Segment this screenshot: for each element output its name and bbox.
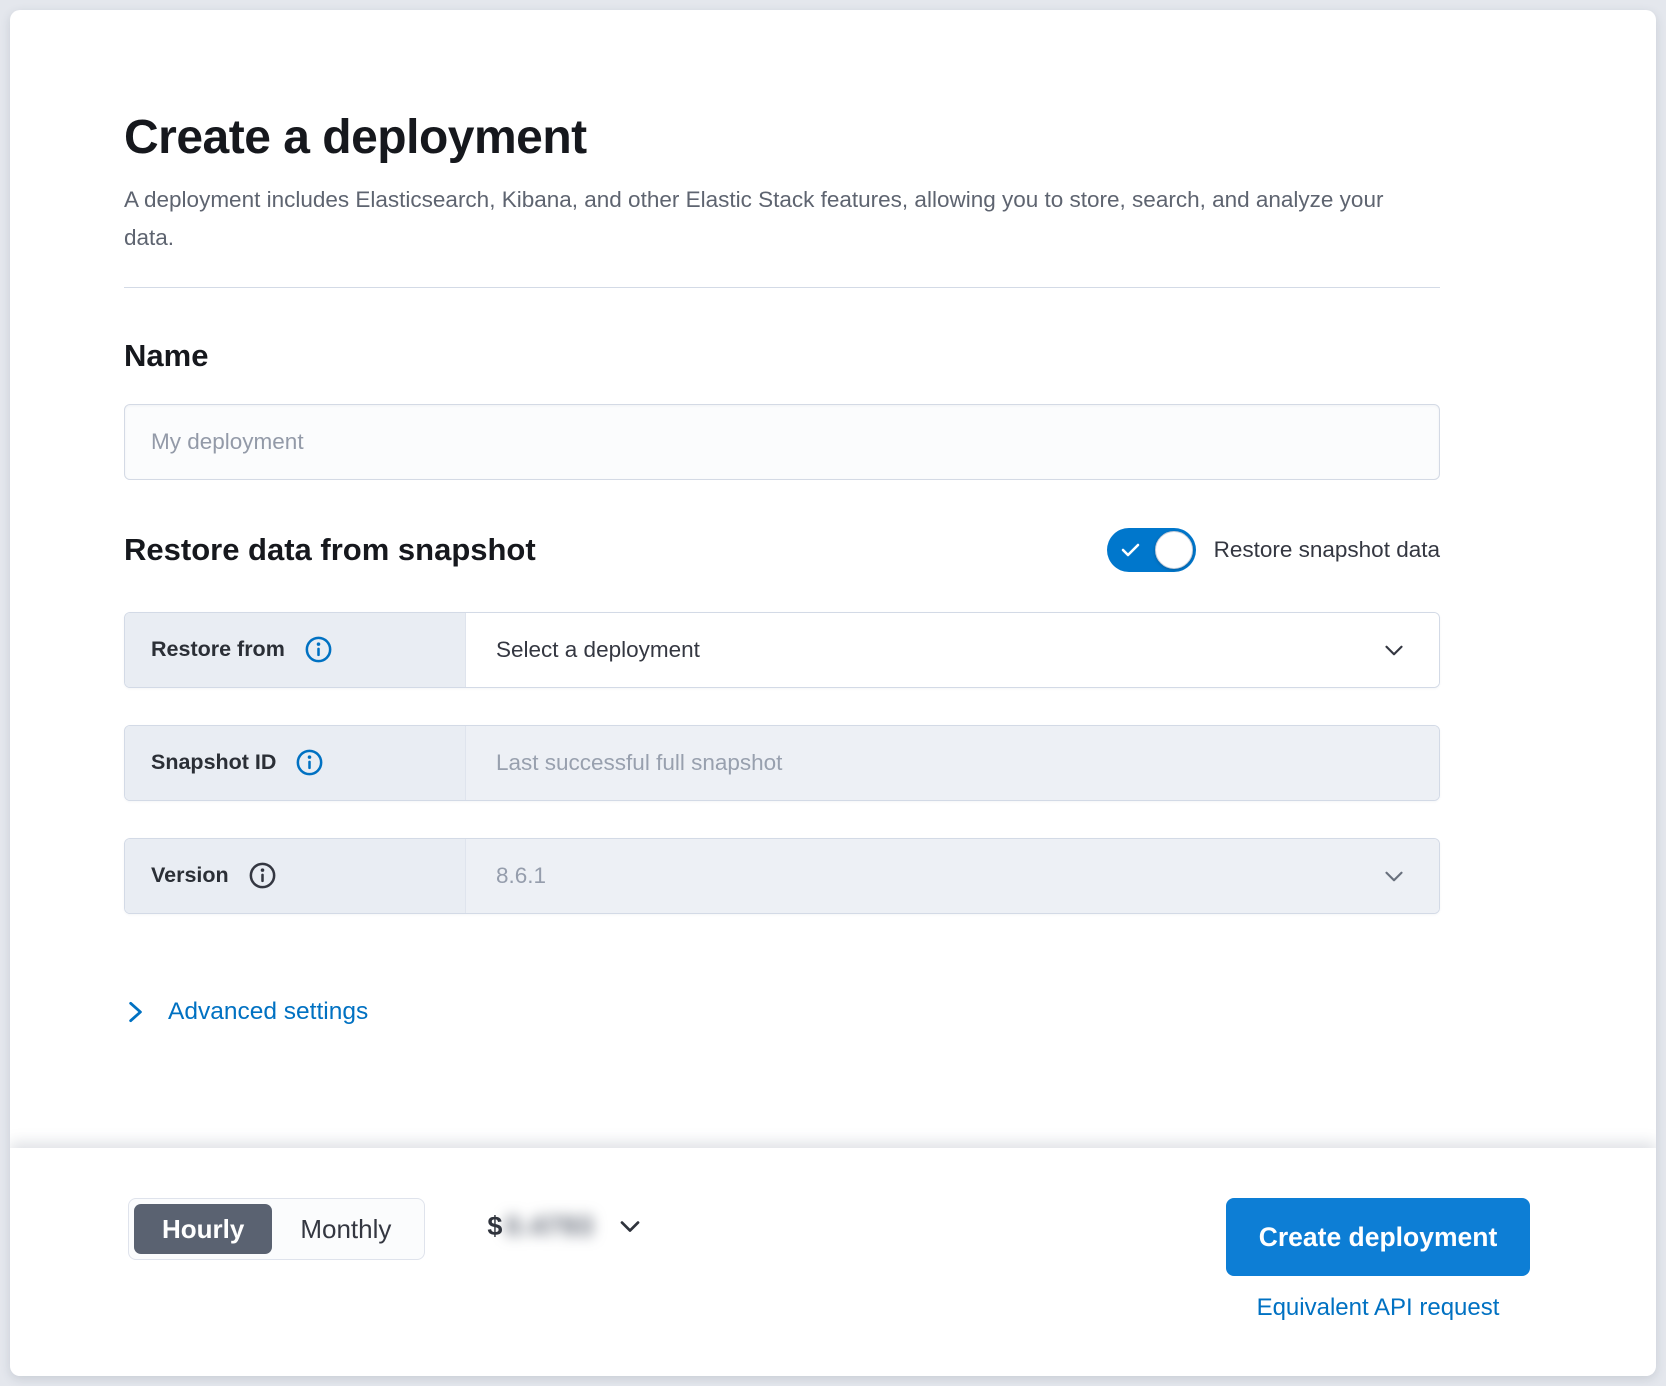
create-deployment-panel: Create a deployment A deployment include… <box>10 10 1656 1376</box>
price-dropdown[interactable]: $ 0.4793 <box>487 1210 646 1242</box>
page-subtitle: A deployment includes Elasticsearch, Kib… <box>124 187 1384 250</box>
version-select: 8.6.1 <box>466 838 1439 913</box>
restore-snapshot-heading: Restore data from snapshot <box>124 531 536 567</box>
chevron-down-icon <box>620 1221 640 1232</box>
restore-from-label-cell: Restore from <box>125 612 466 687</box>
version-label-cell: Version <box>125 838 466 913</box>
price-currency: $ <box>487 1210 503 1241</box>
billing-hourly-button[interactable]: Hourly <box>134 1204 273 1254</box>
restore-from-label: Restore from <box>151 637 285 662</box>
restore-from-select[interactable]: Select a deployment <box>466 612 1439 687</box>
snapshot-id-row: Snapshot ID Last successful full snapsho… <box>124 724 1440 801</box>
chevron-down-icon <box>1385 871 1403 881</box>
info-icon[interactable] <box>305 636 332 663</box>
version-label: Version <box>151 863 229 888</box>
price-amount-blurred: 0.4793 <box>505 1210 595 1241</box>
restore-from-value: Select a deployment <box>496 636 700 662</box>
divider <box>124 286 1440 288</box>
version-row: Version 8.6.1 <box>124 837 1440 914</box>
version-value: 8.6.1 <box>496 862 547 888</box>
snapshot-id-label-cell: Snapshot ID <box>125 725 466 800</box>
info-icon[interactable] <box>296 749 323 776</box>
restore-snapshot-toggle-label: Restore snapshot data <box>1213 536 1440 562</box>
equivalent-api-request-link[interactable]: Equivalent API request <box>1256 1294 1500 1321</box>
advanced-settings-label: Advanced settings <box>168 997 369 1025</box>
billing-period-toggle: Hourly Monthly <box>128 1198 426 1260</box>
billing-monthly-button[interactable]: Monthly <box>300 1213 392 1244</box>
info-icon[interactable] <box>249 862 276 889</box>
toggle-knob <box>1154 530 1193 569</box>
advanced-settings-link[interactable]: Advanced settings <box>124 998 368 1026</box>
chevron-right-icon <box>129 1001 142 1022</box>
main-content: Create a deployment A deployment include… <box>10 10 1656 1148</box>
check-icon <box>1121 543 1139 556</box>
name-heading: Name <box>124 337 209 373</box>
deployment-name-input[interactable] <box>124 403 1440 480</box>
create-deployment-button[interactable]: Create deployment <box>1226 1198 1530 1276</box>
restore-snapshot-toggle[interactable] <box>1106 527 1196 572</box>
chevron-down-icon <box>1385 645 1403 655</box>
page-title: Create a deployment <box>124 111 587 164</box>
bottom-bar: Hourly Monthly $ 0.4793 Create deploymen… <box>10 1148 1656 1376</box>
snapshot-id-input: Last successful full snapshot <box>466 725 1439 800</box>
snapshot-id-label: Snapshot ID <box>151 750 277 775</box>
restore-from-row: Restore from Select a deployment <box>124 611 1440 688</box>
snapshot-id-placeholder: Last successful full snapshot <box>496 749 783 775</box>
